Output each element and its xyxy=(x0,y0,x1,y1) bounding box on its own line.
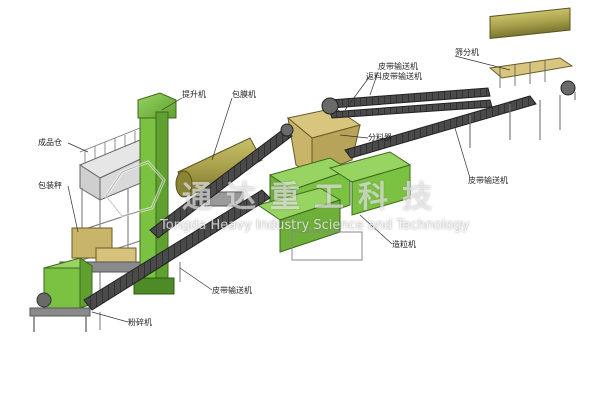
belt-conveyor-right xyxy=(344,95,537,159)
belt-conveyor-left-incline xyxy=(149,123,294,239)
label-screening-machine: 筛分机 xyxy=(455,48,479,57)
label-crusher: 粉碎机 xyxy=(128,318,152,327)
crusher xyxy=(29,257,94,332)
belt-conveyor-top xyxy=(321,87,493,119)
label-granulator: 造粒机 xyxy=(392,240,416,249)
leader-lines xyxy=(67,55,511,323)
label-distributor: 分料器 xyxy=(368,133,392,142)
label-product-bin: 成品仓 xyxy=(38,138,62,147)
bucket-elevator xyxy=(133,92,177,295)
belt-conveyor-bottom xyxy=(83,189,271,330)
watermark-chinese: 通达重工科技 xyxy=(182,180,446,215)
label-packing-scale: 包装秤 xyxy=(38,181,62,190)
label-coating-machine: 包膜机 xyxy=(232,90,256,99)
label-bucket-elevator: 提升机 xyxy=(182,90,206,99)
watermark-logo xyxy=(104,160,166,218)
screening-machine xyxy=(488,7,576,140)
watermark-english: Tongda Heavy Industry Science and Techno… xyxy=(160,218,470,233)
label-belt-conveyor-bottom: 皮带输送机 xyxy=(212,286,252,295)
label-belt-conveyor-top: 皮带输送机 xyxy=(378,62,418,71)
label-return-belt-conveyor: 返料皮带输送机 xyxy=(366,72,422,81)
label-belt-conveyor-right: 皮带输送机 xyxy=(468,176,508,185)
packing-scale xyxy=(59,227,151,273)
